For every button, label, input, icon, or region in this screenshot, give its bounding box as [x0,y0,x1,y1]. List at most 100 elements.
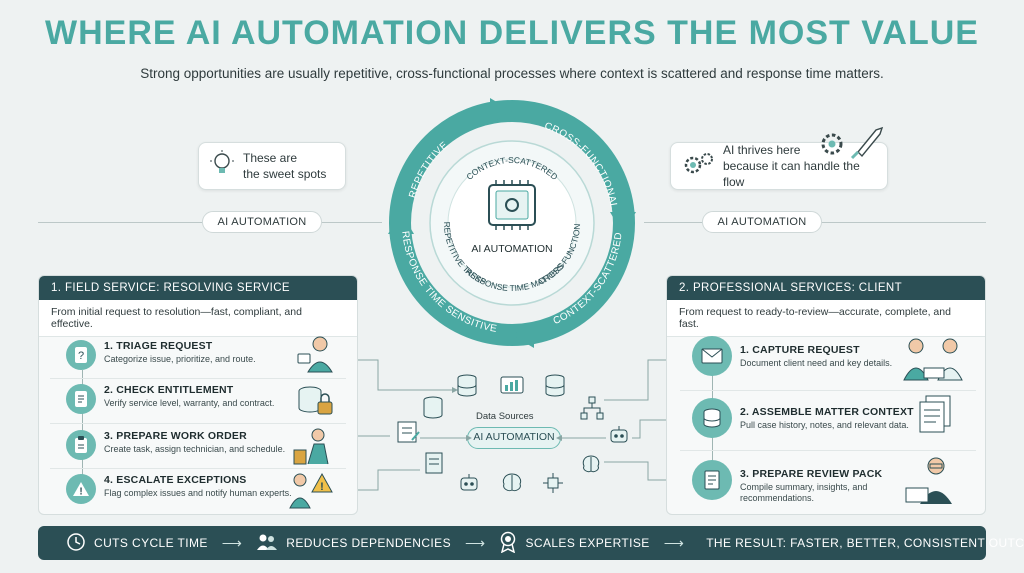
brain-icon [500,472,524,499]
divider [38,222,202,223]
outcome-label: SCALES EXPERTISE [525,536,650,550]
pro-step: 1. CAPTURE REQUEST Document client need … [692,336,892,376]
document-icon [424,452,444,479]
database-lock-icon [296,384,336,423]
data-sources-label: Data Sources [476,411,534,422]
field-step-desc: Create task, assign technician, and sche… [104,444,286,454]
team-meeting-icon [898,334,970,387]
field-step: ? 1. TRIAGE REQUEST Categorize issue, pr… [66,340,256,370]
report-icon [692,460,732,500]
arrow-head [610,212,636,234]
document-check-icon [66,384,96,414]
professional-services-header: 2. PROFESSIONAL SERVICES: CLIENT ENGAGEM… [667,276,985,318]
arrow-right-icon: ⟶ [663,534,685,551]
outcome-label: REDUCES DEPENDENCIES [286,536,451,550]
robot-icon [458,472,480,499]
field-step-desc: Flag complex issues and notify human exp… [104,488,292,498]
pro-step: 2. ASSEMBLE MATTER CONTEXT Pull case his… [692,398,914,438]
hub-ai-automation: AI AUTOMATION [467,427,561,449]
right-callout-line2: because it can handle the flow [723,159,860,189]
lightbulb-icon [209,149,235,184]
field-step-desc: Categorize issue, prioritize, and route. [104,354,256,364]
gears-icon [681,149,715,184]
field-step: 2. CHECK ENTITLEMENT Verify service leve… [66,384,274,414]
gear-rocket-icon [818,122,890,167]
field-step-title: 1. TRIAGE REQUEST [104,340,213,352]
network-icon [580,396,604,425]
svg-text:!: ! [79,487,82,498]
question-doc-icon: ? [66,340,96,370]
page-subtitle: Strong opportunities are usually repetit… [140,66,884,81]
database-icon [544,374,566,403]
divider [50,423,346,424]
field-step-title: 4. ESCALATE EXCEPTIONS [104,474,247,486]
field-service-header: 1. FIELD SERVICE: RESOLVING SERVICE REQU… [39,276,357,318]
documents-stack-icon [914,394,954,441]
field-step: ! 4. ESCALATE EXCEPTIONS Flag complex is… [66,474,292,504]
left-callout: These are the sweet spots [198,142,346,190]
outcomes-bar: CUTS CYCLE TIME ⟶ REDUCES DEPENDENCIES ⟶… [38,526,1024,560]
field-step-title: 2. CHECK ENTITLEMENT [104,384,234,396]
divider [680,450,976,451]
worker-icon [292,426,336,471]
arrow-head [388,212,414,234]
dashboard-icon [500,376,524,403]
svg-text:?: ? [78,350,84,362]
arrow-right-icon: ⟶ [221,534,243,551]
reviewer-icon [904,454,966,511]
divider [644,222,702,223]
divider [50,378,346,379]
svg-text:!: ! [320,481,324,493]
people-icon [256,533,278,554]
pro-step-desc: Compile summary, insights, and recommend… [740,482,868,503]
escalation-person-icon: ! [286,470,334,515]
envelope-icon [692,336,732,376]
database-icon [456,374,478,403]
field-step-desc: Verify service level, warranty, and cont… [104,398,275,408]
database-icon [422,396,444,425]
right-ai-pill: AI AUTOMATION [702,211,822,233]
right-callout: AI thrives here because it can handle th… [670,142,888,190]
left-callout-line1: These are [243,151,298,165]
field-step: 3. PREPARE WORK ORDER Create task, assig… [66,430,285,460]
pro-step-desc: Pull case history, notes, and relevant d… [740,420,909,430]
page-title: WHERE AI AUTOMATION DELIVERS THE MOST VA… [45,14,979,52]
technician-icon [296,334,340,379]
outcome-label: CUTS CYCLE TIME [94,536,208,550]
pro-step-title: 2. ASSEMBLE MATTER CONTEXT [740,406,914,418]
left-ai-pill: AI AUTOMATION [202,211,322,233]
circuit-icon [542,472,564,499]
arrow-head [490,98,512,124]
pro-step-title: 3. PREPARE REVIEW PACK [740,468,883,480]
field-step-title: 3. PREPARE WORK ORDER [104,430,247,442]
left-callout-line2: the sweet spots [243,167,327,181]
arrow-right-icon: ⟶ [464,534,486,551]
chip-icon [488,180,536,230]
outcome-item: REDUCES DEPENDENCIES [256,533,451,554]
clock-icon [66,532,86,555]
pro-step: 3. PREPARE REVIEW PACK Compile summary, … [692,460,890,504]
cycle-center-label: AI AUTOMATION [471,243,552,255]
warning-icon: ! [66,474,96,504]
right-callout-line1: AI thrives here [723,143,801,157]
pro-step-title: 1. CAPTURE REQUEST [740,344,860,356]
professional-services-panel: 2. PROFESSIONAL SERVICES: CLIENT ENGAGEM… [666,275,986,515]
clipboard-icon [66,430,96,460]
divider [822,222,986,223]
robot-icon [608,424,630,451]
award-icon [499,531,517,556]
checklist-icon [396,420,420,449]
pro-step-desc: Document client need and key details. [740,358,893,368]
divider [680,390,976,391]
professional-services-subtitle: From request to ready-to-review—accurate… [667,300,985,337]
divider [50,468,346,469]
database-icon [692,398,732,438]
outcome-item: SCALES EXPERTISE [499,531,649,556]
arrow-head [512,322,534,348]
outcome-item: CUTS CYCLE TIME [66,532,208,555]
field-service-subtitle: From initial request to resolution—fast,… [39,300,357,337]
brain-icon [580,454,602,479]
automation-cycle: AI AUTOMATION REPETITIVE CROSS-FUNCTIONA… [372,92,636,348]
divider [322,222,382,223]
result-label: THE RESULT: FASTER, BETTER, CONSISTENT O… [706,536,1024,550]
